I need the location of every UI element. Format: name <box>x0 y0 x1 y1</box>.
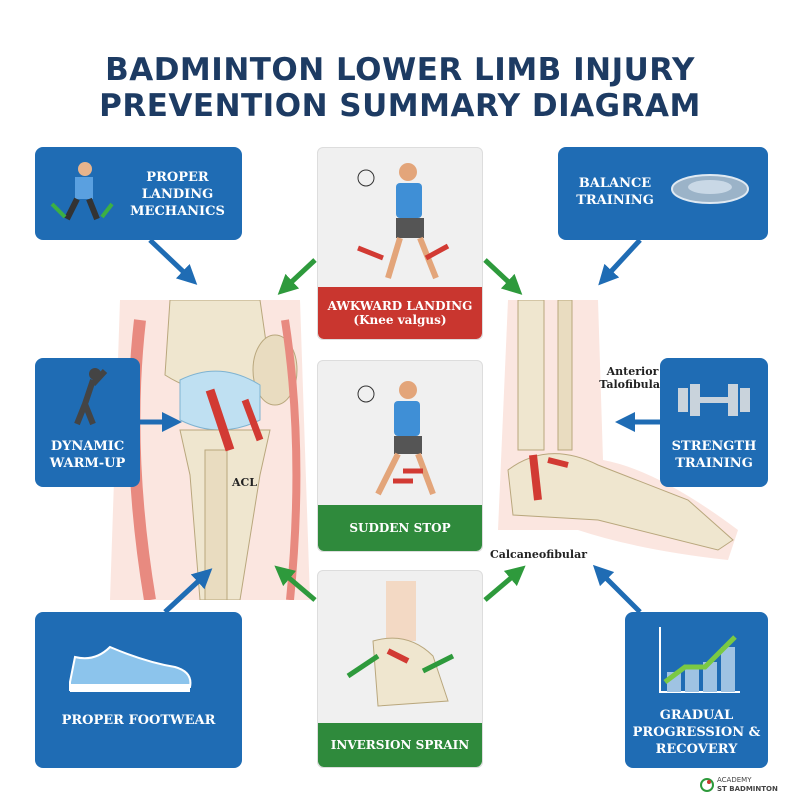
anterior-talofibular-label: Anterior Talofibular <box>599 365 666 391</box>
acl-label: ACL <box>232 476 258 489</box>
label: PROPER FOOTWEAR <box>61 713 216 728</box>
box-dynamic-warm-up: DYNAMIC WARM-UP <box>35 358 140 487</box>
panel-sudden-stop: SUDDEN STOP <box>317 360 483 552</box>
balance-disc-icon <box>671 174 749 204</box>
logo-mark-icon <box>700 778 714 792</box>
shoe-icon <box>69 645 192 692</box>
rising-chart-icon <box>659 627 740 693</box>
panel-awkward-landing: AWKWARD LANDING(Knee valgus) <box>317 147 483 340</box>
knee-anatomy-illustration <box>110 300 310 600</box>
landing-athlete-icon <box>50 162 114 221</box>
box-proper-landing-mechanics: PROPER LANDING MECHANICS <box>35 147 242 240</box>
arrow-balance <box>598 238 642 286</box>
arrow-landing <box>148 238 198 285</box>
label: PROPER LANDING MECHANICS <box>130 170 225 219</box>
box-proper-footwear: PROPER FOOTWEAR <box>35 612 242 768</box>
box-balance-training: BALANCE TRAINING <box>558 147 768 240</box>
title-line-2: PREVENTION SUMMARY DIAGRAM <box>99 88 701 124</box>
logo-line-1: ACADEMY <box>717 776 752 784</box>
label: INVERSION SPRAIN <box>330 738 470 752</box>
title-line-1: BADMINTON LOWER LIMB INJURY <box>105 52 695 88</box>
label: STRENGTH TRAINING <box>671 439 757 471</box>
ankle-inversion-icon <box>346 581 455 707</box>
box-gradual-progression-recovery: GRADUAL PROGRESSION & RECOVERY <box>625 612 768 768</box>
arrow-mech-3 <box>274 565 317 602</box>
ankle-foot-anatomy-illustration <box>498 300 738 560</box>
arrow-mech-4 <box>483 565 526 602</box>
calcaneofibular-label: Calcaneofibular <box>490 548 588 561</box>
label: GRADUAL PROGRESSION & RECOVERY <box>632 708 761 757</box>
stretching-person-icon <box>74 368 108 426</box>
badminton-player-stopping-icon <box>357 381 436 496</box>
label: BALANCE TRAINING <box>576 176 654 208</box>
arrow-mech-2 <box>483 258 523 295</box>
label: SUDDEN STOP <box>349 521 451 535</box>
logo-line-2: ST BADMINTON <box>717 785 778 793</box>
dumbbell-icon <box>678 384 750 416</box>
arrow-mech-1 <box>277 258 317 295</box>
arrow-footwear <box>163 568 213 614</box>
box-strength-training: STRENGTH TRAINING <box>660 358 768 487</box>
badminton-player-landing-icon <box>357 163 450 280</box>
panel-inversion-sprain: INVERSION SPRAIN <box>317 570 483 768</box>
arrow-progression <box>592 564 642 614</box>
label: AWKWARD LANDING <box>327 299 473 313</box>
sublabel: (Knee valgus) <box>353 313 447 327</box>
label: DYNAMIC WARM-UP <box>49 439 126 471</box>
